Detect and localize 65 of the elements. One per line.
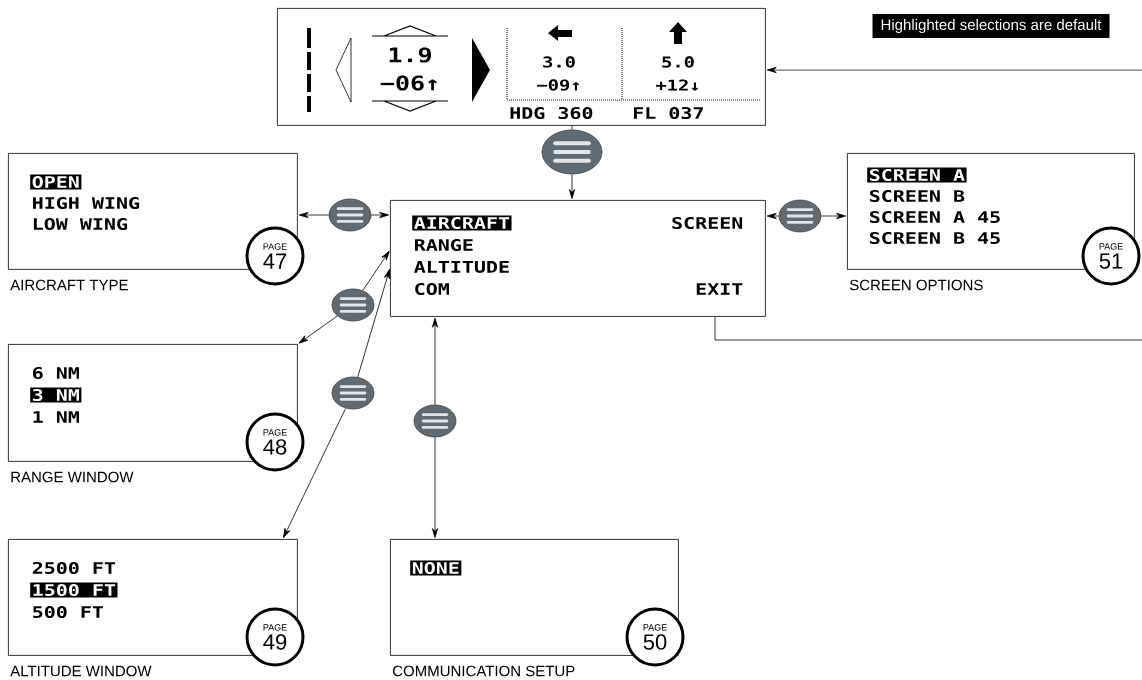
page-badge: PAGE 50 <box>625 607 685 667</box>
window-caption: SCREEN OPTIONS <box>849 279 983 291</box>
menu-option: RANGE <box>415 238 473 252</box>
readout-text: −06↑ <box>380 75 437 91</box>
menu-option: 6 NM <box>33 366 79 380</box>
readout-text: FL 037 <box>634 106 703 120</box>
window-caption: RANGE WINDOW <box>11 471 134 483</box>
node-label: PAGE <box>1099 243 1123 250</box>
page-badge: PAGE 47 <box>245 226 305 286</box>
menu-button <box>413 404 457 438</box>
node-label: 50 <box>643 634 667 650</box>
node-label: 49 <box>263 634 287 650</box>
node-label: PAGE <box>263 624 287 631</box>
highlighted-option: 1500 FT <box>30 582 118 598</box>
menu-option: 2500 FT <box>32 561 116 575</box>
readout-text: −09↑ <box>537 79 580 91</box>
window-caption: COMMUNICATION SETUP <box>393 665 575 677</box>
arrow <box>431 317 439 405</box>
window-caption: AIRCRAFT TYPE <box>10 279 128 291</box>
arrow <box>357 268 390 378</box>
highlighted-option: 3 NM <box>30 387 82 403</box>
arrow <box>298 211 329 219</box>
menu-option: SCREEN B <box>869 189 965 203</box>
arrow <box>371 211 389 219</box>
arrow <box>766 212 779 220</box>
menu-button <box>331 288 375 322</box>
page-badge: PAGE 51 <box>1081 226 1141 286</box>
arrow <box>431 437 439 538</box>
highlighted-option: OPEN <box>30 174 82 190</box>
readout-text: +12↓ <box>656 79 699 91</box>
arrow <box>298 315 338 344</box>
menu-option: SCREEN A 45 <box>869 210 1000 224</box>
menu-option: LOW WING <box>33 217 127 231</box>
menu-screen <box>390 200 766 317</box>
highlighted-option: NONE <box>410 560 462 576</box>
readout-text: 1.9 <box>389 47 431 63</box>
arrow <box>766 66 1142 74</box>
node-label: 51 <box>1099 253 1123 269</box>
menu-button <box>778 199 822 233</box>
menu-button <box>328 198 372 232</box>
arrow <box>362 250 390 291</box>
display-screen <box>277 8 766 126</box>
menu-option: HIGH WING <box>33 196 140 210</box>
arrow <box>821 212 846 220</box>
arrow <box>283 408 346 539</box>
menu-button <box>331 376 375 410</box>
arrow <box>568 174 576 199</box>
menu-option: ALTITUDE <box>414 261 509 273</box>
menu-option: EXIT <box>696 283 743 295</box>
note-banner: Highlighted selections are default <box>872 14 1110 38</box>
page-badge: PAGE 49 <box>245 607 305 667</box>
highlighted-option: SCREEN A <box>867 167 967 183</box>
window-caption: ALTITUDE WINDOW <box>10 665 152 677</box>
readout-text: HDG 360 <box>510 106 593 120</box>
menu-option: 1 NM <box>33 411 79 423</box>
menu-option: SCREEN B 45 <box>869 231 1000 245</box>
menu-option: 500 FT <box>33 605 104 619</box>
readout-text: 3.0 <box>543 56 575 68</box>
page-badge: PAGE 48 <box>245 412 305 472</box>
menu-option: SCREEN <box>672 216 743 230</box>
menu-option: COM <box>415 282 449 296</box>
highlighted-option: AIRCRAFT <box>412 215 512 231</box>
node-label: PAGE <box>643 624 667 631</box>
menu-button <box>541 129 603 175</box>
readout-text: 5.0 <box>662 56 694 68</box>
